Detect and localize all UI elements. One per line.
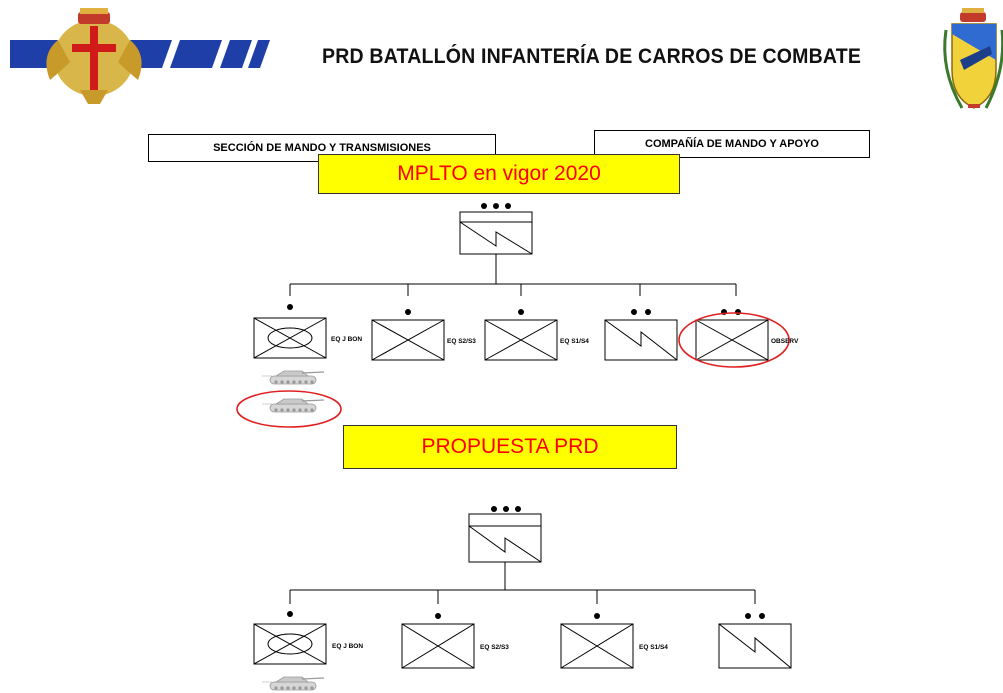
proposal-unit-eq-j-bon (253, 611, 327, 665)
proposal-unit-eq-s2s3 (401, 613, 475, 669)
current-unit-eq-j-bon (253, 304, 327, 359)
page-title: PRD BATALLÓN INFANTERÍA DE CARROS DE COM… (322, 45, 862, 68)
current-banner: MPLTO en vigor 2020 (318, 154, 680, 194)
current-unit-observ (678, 309, 790, 368)
proposal-tree-lines (289, 562, 756, 604)
company-command-box: COMPAÑÍA DE MANDO Y APOYO (594, 130, 870, 158)
tank-icon (261, 398, 325, 413)
proposal-label-eq-s2s3: EQ S2/S3 (480, 644, 509, 651)
army-shield-emblem (943, 8, 1003, 109)
current-label-eq-j-bon: EQ J BON (331, 336, 363, 343)
tank-icon (261, 676, 325, 691)
current-tree-lines (289, 254, 737, 296)
highlight-ellipse-observ (678, 312, 790, 368)
current-label-eq-s1s4: EQ S1/S4 (560, 338, 589, 345)
current-label-observ: OBSERV (771, 338, 799, 345)
current-hq-unit (459, 203, 533, 255)
highlight-ellipse-tank (236, 390, 342, 428)
proposal-label-eq-s1s4: EQ S1/S4 (639, 644, 668, 651)
current-label-eq-s2s3: EQ S2/S3 (447, 338, 476, 345)
current-unit-signal (604, 309, 678, 361)
current-unit-eq-s1s4 (484, 309, 558, 361)
proposal-banner: PROPUESTA PRD (343, 425, 677, 469)
red-cross-eagle-emblem (46, 8, 142, 104)
proposal-label-eq-j-bon: EQ J BON (332, 643, 364, 650)
current-unit-eq-s2s3 (371, 309, 445, 361)
proposal-unit-signal (718, 613, 792, 669)
proposal-unit-eq-s1s4 (560, 613, 634, 669)
tank-icon (261, 370, 325, 385)
proposal-hq-unit (468, 506, 542, 563)
